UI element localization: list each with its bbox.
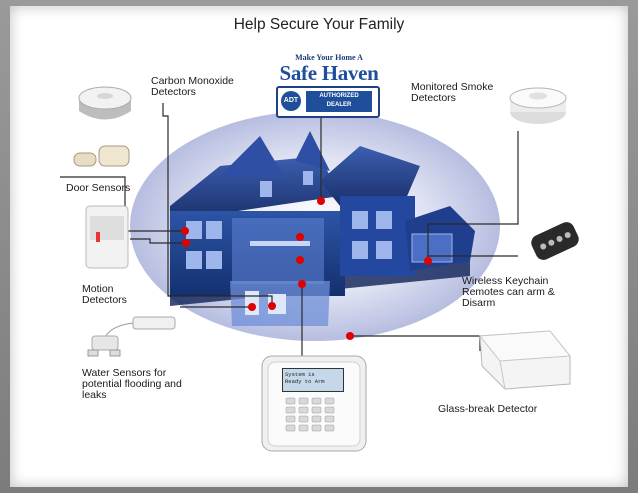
sensor-dot — [268, 302, 276, 310]
adt-logo-icon: ADT — [281, 91, 301, 111]
motion-detector-icon — [85, 205, 129, 269]
label-carbon-monoxide: Carbon Monoxide Detectors — [151, 75, 234, 98]
water-sensor-icon — [87, 316, 176, 357]
sensor-dot — [296, 256, 304, 264]
label-motion: Motion Detectors — [82, 283, 127, 306]
illustration-layer — [60, 86, 579, 452]
keypad-display-line1: System is — [285, 371, 315, 378]
sensor-dot — [296, 233, 304, 241]
sensor-dot — [317, 197, 325, 205]
door-sensor-icon — [73, 145, 130, 167]
co-detector-icon — [78, 86, 132, 120]
label-keychain: Wireless Keychain Remotes can arm & Disa… — [462, 275, 555, 309]
smoke-detector-icon — [509, 87, 567, 124]
house-illustration — [170, 131, 475, 326]
sensor-dot — [248, 303, 256, 311]
slide-panel: Help Secure Your Family — [10, 6, 628, 487]
label-glass-break: Glass-break Detector — [438, 403, 538, 415]
adt-safe-haven-badge: Make Your Home A Safe Haven ADT AUTHORIZ… — [270, 53, 388, 118]
page-title: Help Secure Your Family — [233, 16, 405, 33]
keypad-display-line2: Ready to Arm — [285, 378, 325, 385]
sensor-dot — [298, 280, 306, 288]
label-door: Door Sensors — [66, 182, 131, 194]
sensor-dot — [181, 227, 189, 235]
badge-tagline: Make Your Home A — [295, 53, 363, 62]
badge-headline: Safe Haven — [279, 61, 379, 85]
keypad-display: System is Ready to Arm — [282, 368, 344, 392]
glass-break-icon — [479, 330, 571, 390]
sensor-dots — [181, 197, 432, 340]
label-smoke: Monitored Smoke Detectors — [411, 81, 494, 104]
sensor-dot — [424, 257, 432, 265]
sensor-dot — [182, 239, 190, 247]
sensor-dot — [346, 332, 354, 340]
keychain-remote-icon — [531, 222, 579, 260]
label-water: Water Sensors for potential flooding and… — [82, 367, 182, 401]
connector-lines — [60, 103, 519, 356]
